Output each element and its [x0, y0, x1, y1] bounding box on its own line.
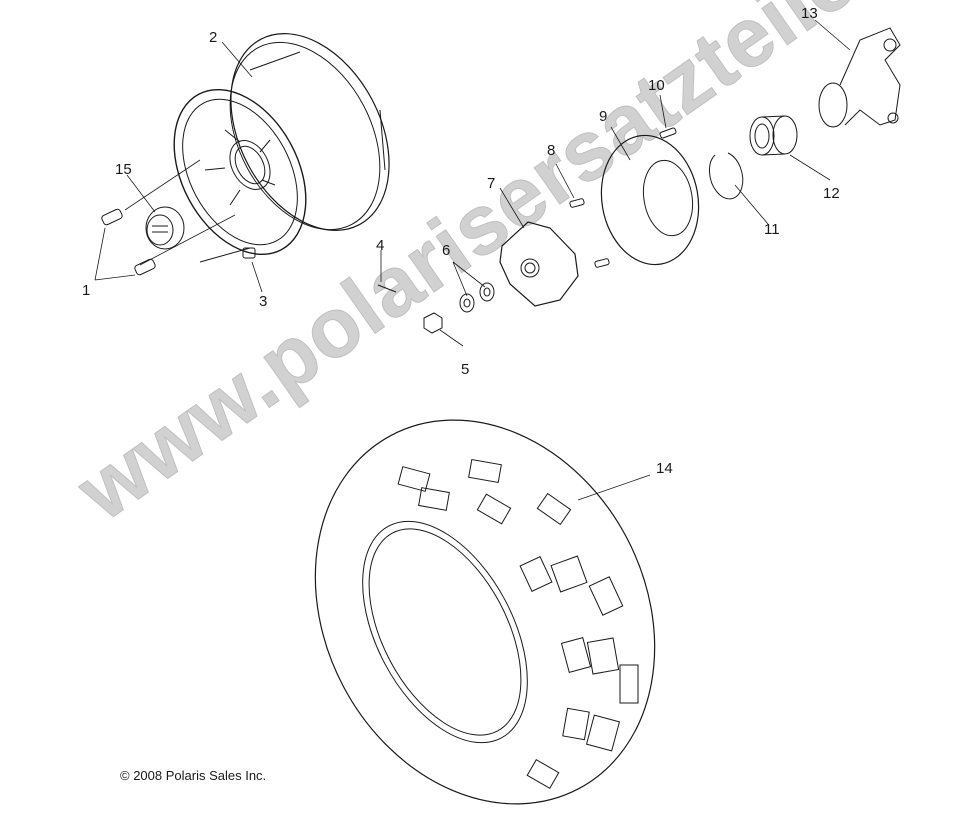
retaining-ring [708, 152, 744, 200]
tire [314, 419, 656, 805]
disc-bolt [659, 127, 677, 139]
callout-11: 11 [764, 221, 780, 238]
callout-10: 10 [648, 77, 665, 94]
wheel-hub [499, 221, 579, 307]
center-cap [145, 206, 185, 250]
callout-8: 8 [547, 142, 556, 159]
callout-15: 15 [115, 161, 132, 178]
callout-1: 1 [82, 282, 91, 299]
callout-6: 6 [442, 242, 451, 259]
callout-5: 5 [461, 361, 470, 378]
washers [459, 282, 495, 313]
brake-disc [600, 134, 700, 266]
callout-2: 2 [209, 29, 218, 46]
callout-3: 3 [259, 293, 268, 310]
bearing-carrier [818, 27, 901, 128]
wheel-bearing [749, 115, 798, 156]
callout-14: 14 [656, 460, 673, 477]
leader-lines [94, 19, 851, 501]
castle-nut [423, 312, 443, 334]
callout-4: 4 [376, 237, 385, 254]
callout-7: 7 [487, 175, 496, 192]
valve-stems [101, 208, 156, 276]
hub-studs [569, 198, 610, 268]
callout-9: 9 [599, 108, 608, 125]
cotter-pin [377, 284, 397, 293]
valve-cap [242, 247, 256, 259]
callout-12: 12 [823, 185, 840, 202]
callout-13: 13 [801, 5, 818, 22]
wheel-rim [173, 33, 390, 263]
copyright-notice: © 2008 Polaris Sales Inc. [120, 768, 267, 783]
